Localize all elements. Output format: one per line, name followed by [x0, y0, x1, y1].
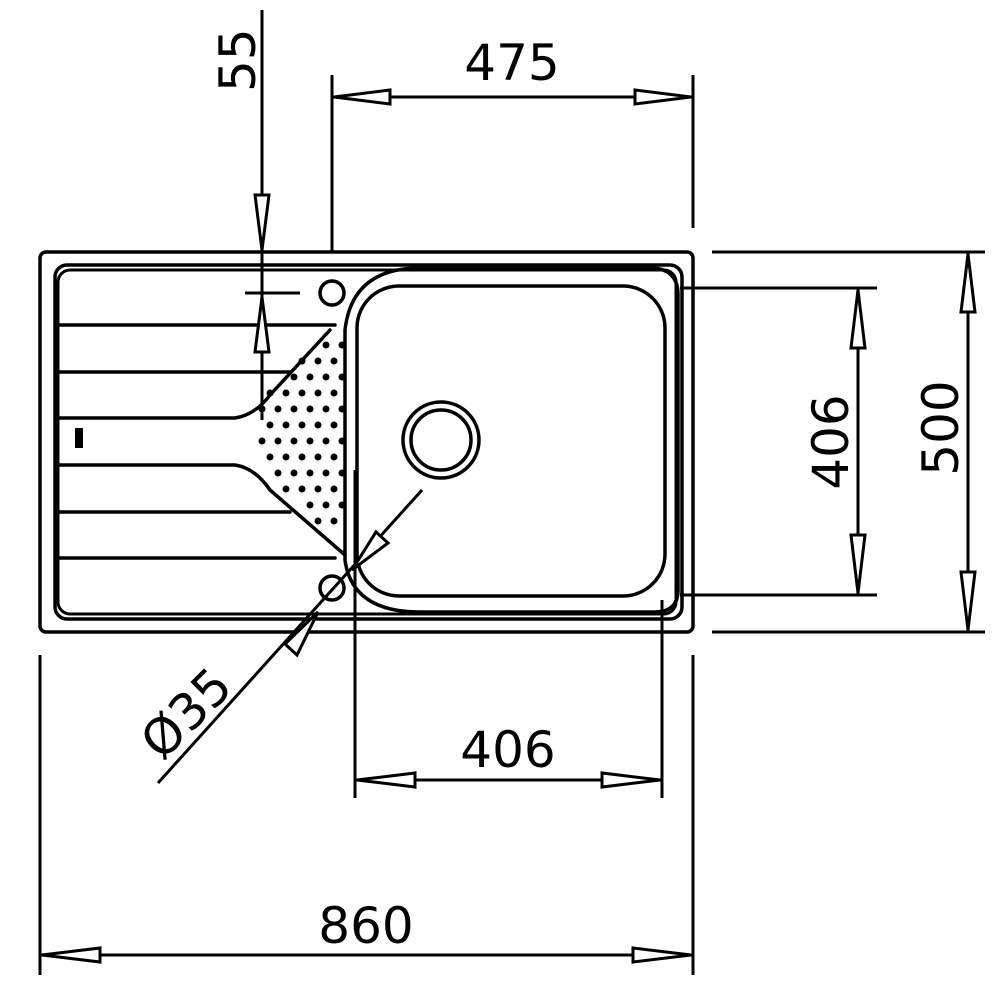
drainer-dot: [314, 517, 322, 525]
drainer-dot: [330, 453, 338, 461]
drainer-dot: [314, 421, 322, 429]
dim-55-label: 55: [209, 28, 267, 92]
dimension-406-vertical: 406: [680, 286, 877, 597]
drainer-dot: [298, 485, 306, 493]
accessory-hole: [318, 574, 346, 602]
overflow-slot: [75, 428, 83, 448]
drainer-dot: [330, 517, 338, 525]
drainer-dot: [338, 373, 346, 381]
drainer-dot: [322, 341, 330, 349]
dim-406-vertical-label: 406: [802, 394, 860, 489]
dimension-406-horizontal: 406: [353, 470, 664, 798]
drain-outer: [401, 400, 481, 480]
drainer-dot: [306, 501, 314, 509]
drainer-dot: [290, 469, 298, 477]
drainer-dot: [298, 453, 306, 461]
drainer-dot: [298, 421, 306, 429]
drainer-dot: [314, 485, 322, 493]
drainer-dot: [266, 453, 274, 461]
bowl: [343, 266, 680, 614]
drainer-dot: [338, 469, 346, 477]
drainer-dots: [258, 341, 346, 525]
dim-406-horizontal-label: 406: [460, 721, 555, 779]
drainer-dot: [314, 389, 322, 397]
drainer-dot: [290, 437, 298, 445]
dimension-500: 500: [712, 250, 985, 634]
dimension-475: 475: [330, 34, 695, 252]
drainer-dot: [290, 373, 298, 381]
dim-35-label: Ø35: [129, 657, 243, 771]
drainer-dot: [330, 485, 338, 493]
drainer-dot: [274, 437, 282, 445]
drainer-dot: [274, 405, 282, 413]
drainer-dot: [314, 357, 322, 365]
tap-hole: [318, 279, 346, 307]
drainer-dot: [322, 437, 330, 445]
dimension-860: 860: [38, 655, 695, 975]
sink-outline: [38, 250, 695, 634]
drainer-dot: [338, 405, 346, 413]
drainer-dot: [322, 469, 330, 477]
drainer-dot: [330, 389, 338, 397]
drainer-dot: [330, 421, 338, 429]
drainer-dot: [306, 405, 314, 413]
drainer-dot: [282, 421, 290, 429]
drainer-dot: [282, 389, 290, 397]
drainer-dot: [258, 437, 266, 445]
dim-475-label: 475: [464, 34, 559, 92]
drainer-dot: [338, 341, 346, 349]
dimension-55: 55: [209, 10, 271, 420]
dim-860-label: 860: [318, 897, 413, 955]
drainer-dot: [266, 421, 274, 429]
drainer-dot: [274, 469, 282, 477]
drainer-dot: [338, 437, 346, 445]
drainer-dot: [322, 405, 330, 413]
drainer-dot: [306, 373, 314, 381]
drainer-dot: [306, 437, 314, 445]
drainer-dot: [314, 453, 322, 461]
drainer-dot: [266, 389, 274, 397]
dim-500-label: 500: [912, 380, 970, 475]
drainer-dot: [298, 357, 306, 365]
drainer-dot: [322, 373, 330, 381]
drainer-dot: [282, 485, 290, 493]
drainer-dot: [330, 357, 338, 365]
drainer-dot: [298, 389, 306, 397]
drainer-dot: [282, 453, 290, 461]
dimension-drain-diameter: Ø35: [129, 488, 424, 785]
drainer-dot: [338, 501, 346, 509]
drainer-dot: [306, 469, 314, 477]
drain-inner: [409, 408, 473, 472]
drainer-dot: [322, 501, 330, 509]
drainer-dot: [290, 405, 298, 413]
